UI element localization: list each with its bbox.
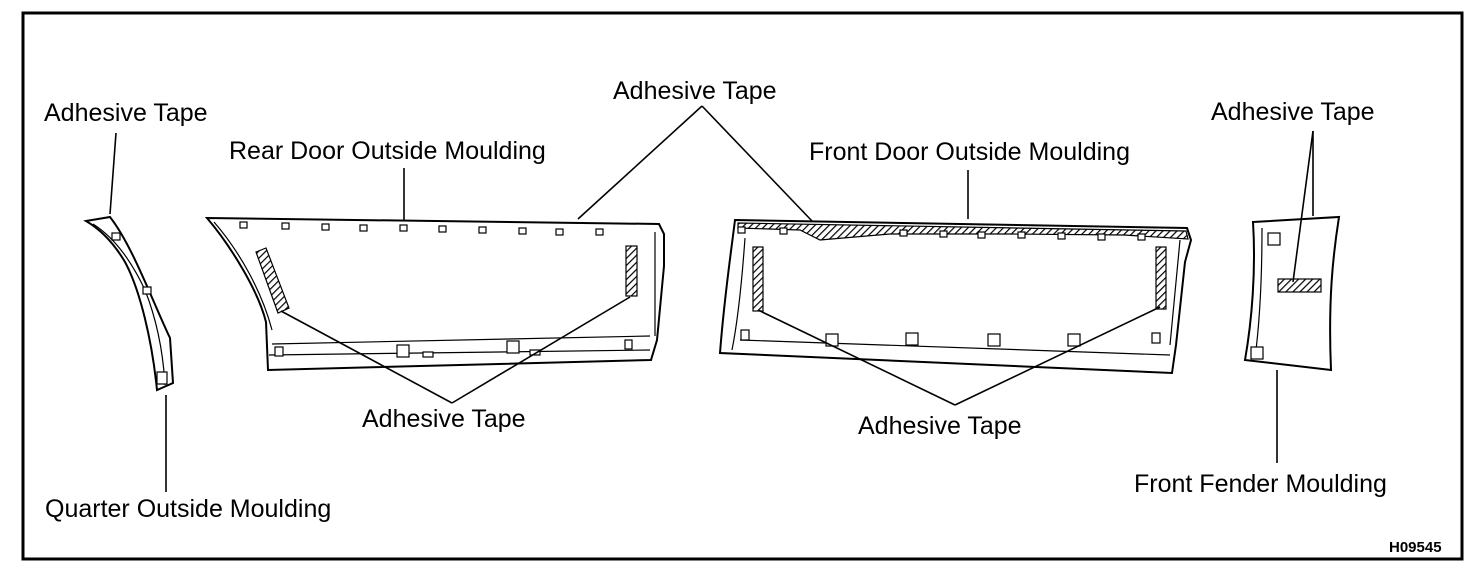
figure-code: H09545 [1389,539,1442,556]
front-door-tape-label: Adhesive Tape [858,412,1022,440]
front-door-tape-right [1155,246,1167,310]
front-fender-moulding [1243,215,1341,372]
quarter-outside-moulding [83,215,175,392]
fender-tape [1277,278,1322,293]
diagram-border [21,11,1464,561]
rear-door-tape-label: Adhesive Tape [362,405,526,433]
front-door-moulding-label: Front Door Outside Moulding [809,138,1130,166]
front-door-tape-left [752,246,764,312]
rear-door-tape-right [625,245,638,297]
front-door-outside-moulding [718,218,1193,375]
rear-door-moulding-label: Rear Door Outside Moulding [229,137,546,165]
fender-tape-label: Adhesive Tape [1211,98,1375,126]
rear-door-outside-moulding [204,216,665,372]
quarter-tape-label: Adhesive Tape [44,99,208,127]
rear-door-tape-left [255,247,290,314]
rear-door-clips [239,221,633,358]
top-center-tape-label: Adhesive Tape [613,77,777,105]
leader-lines [109,105,1314,492]
fender-moulding-label: Front Fender Moulding [1134,470,1387,498]
quarter-moulding-label: Quarter Outside Moulding [45,495,331,523]
